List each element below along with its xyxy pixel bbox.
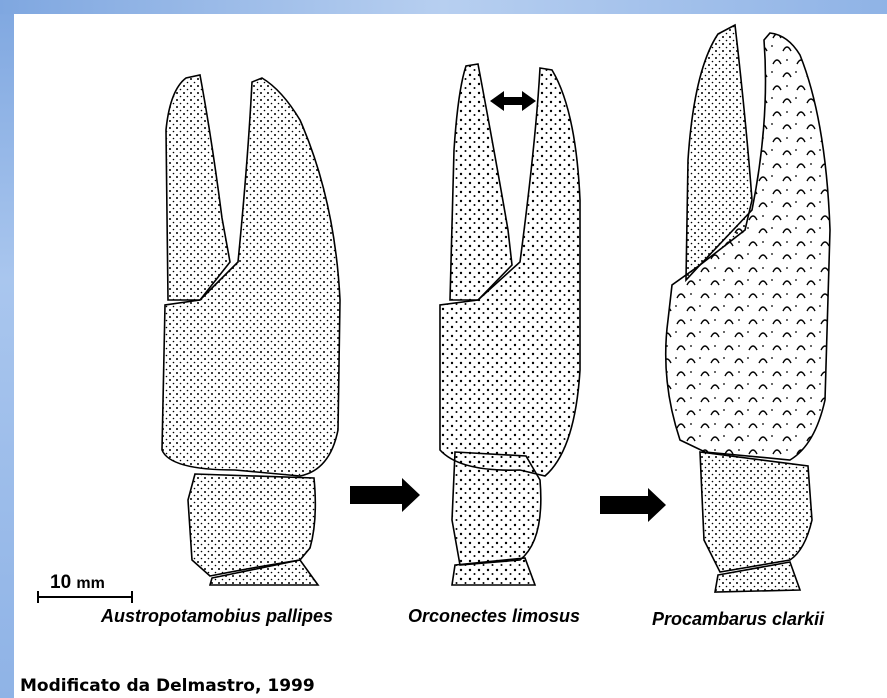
carpus-right [700, 452, 812, 572]
double-arrow-icon [490, 91, 536, 111]
scale-unit: mm [76, 575, 104, 592]
arrow-right-icon [600, 488, 666, 522]
dactyl-left [166, 75, 230, 300]
species-label-austropotamobius: Austropotamobius pallipes [101, 606, 333, 627]
species-label-orconectes: Orconectes limosus [408, 606, 580, 627]
scale-value: 10 [50, 572, 71, 593]
scale-bar-label: 10 mm [50, 572, 105, 594]
claw-austropotamobius [162, 75, 340, 585]
arrow-right-icon [350, 478, 420, 512]
carpus-middle [452, 452, 541, 565]
species-label-procambarus: Procambarus clarkii [652, 609, 824, 630]
claw-orconectes [440, 64, 580, 585]
claw-procambarus [666, 25, 830, 592]
figure-credit: Modificato da Delmastro, 1999 [20, 676, 315, 696]
